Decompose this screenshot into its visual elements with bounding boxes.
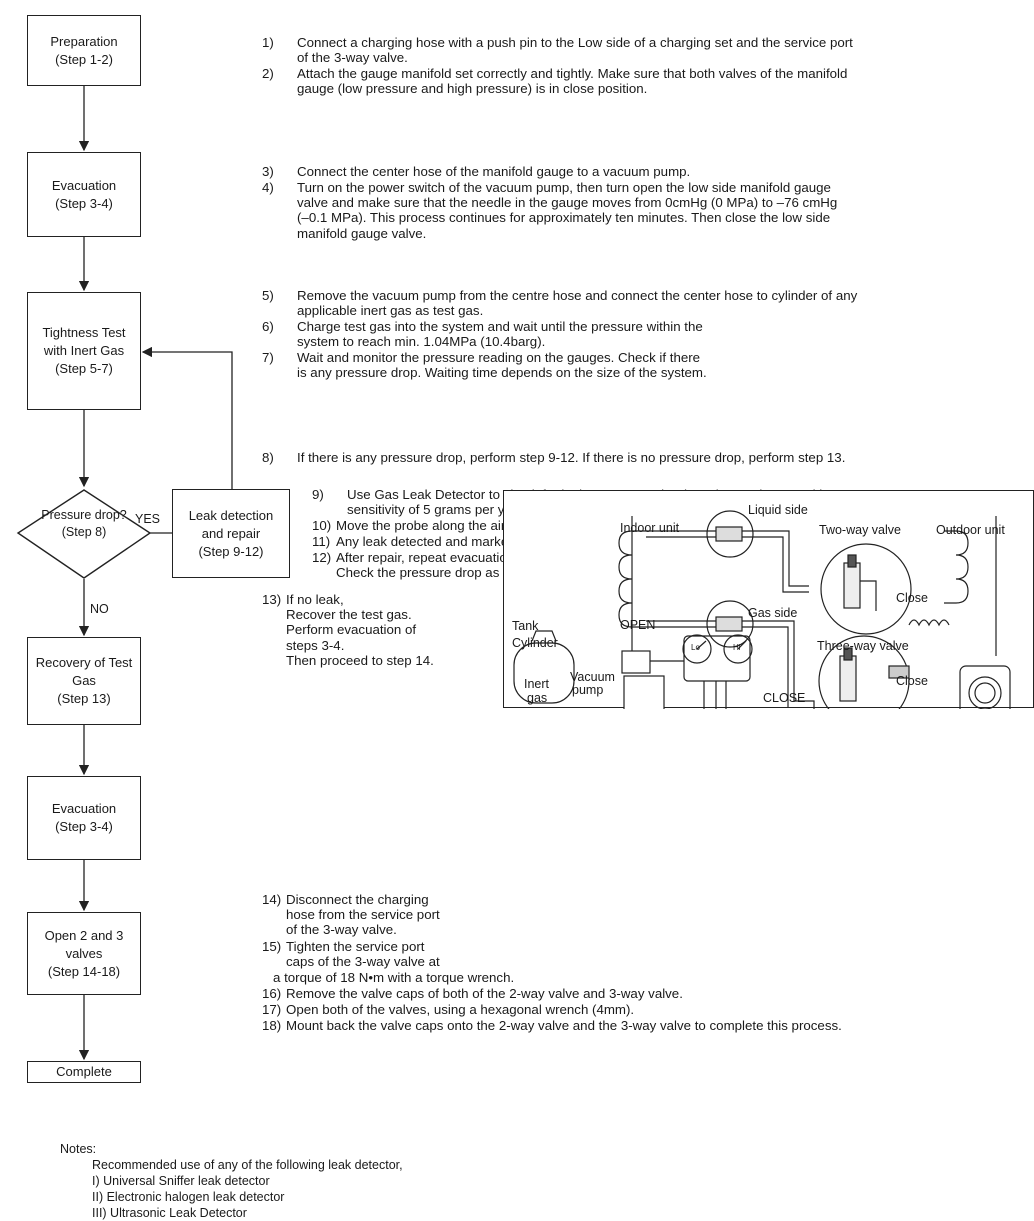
step-text: Disconnect the charging xyxy=(286,892,429,907)
yes-label: YES xyxy=(135,512,161,526)
step-text: If there is any pressure drop, perform s… xyxy=(297,450,846,465)
label-gas-side: Gas side xyxy=(748,606,798,620)
flow-recovery: Recovery of Test Gas (Step 13) xyxy=(27,637,141,725)
flow-tightness-test: Tightness Test with Inert Gas (Step 5-7) xyxy=(27,292,141,410)
step-number: 14) xyxy=(262,892,282,907)
step-text: of the 3-way valve. xyxy=(286,922,397,938)
step-text: Connect the center hose of the manifold … xyxy=(297,164,691,179)
step-text: system to reach min. 1.04MPa (10.4barg). xyxy=(297,334,546,350)
no-label: NO xyxy=(90,602,109,616)
step-text: Turn on the power switch of the vacuum p… xyxy=(297,180,831,195)
label-indoor-unit: Indoor unit xyxy=(620,521,680,535)
step-text: Attach the gauge manifold set correctly … xyxy=(297,66,848,81)
step-number: 8) xyxy=(262,450,274,465)
flow-complete: Complete xyxy=(27,1061,141,1083)
step-number: 18) xyxy=(262,1018,282,1033)
flow-open-valves: Open 2 and 3 valves (Step 14-18) xyxy=(27,912,141,995)
step-number: 4) xyxy=(262,180,274,195)
flow-preparation: Preparation (Step 1-2) xyxy=(27,15,141,86)
step-number: 7) xyxy=(262,350,274,365)
step-number: 11) xyxy=(312,534,331,549)
label-close-two-way: Close xyxy=(896,591,928,605)
step-text: (–0.1 MPa). This process continues for a… xyxy=(297,210,831,226)
step-number: 2) xyxy=(262,66,274,81)
label-vacuum: Vacuum xyxy=(570,670,615,684)
notes-item: I) Universal Sniffer leak detector xyxy=(92,1174,270,1188)
label-outdoor-unit: Outdoor unit xyxy=(936,523,1005,537)
step-text: Open both of the valves, using a hexagon… xyxy=(286,1002,635,1017)
system-diagram: Indoor unit Liquid side Two-way valve Ou… xyxy=(503,490,1034,709)
step-text: Tighten the service port xyxy=(286,939,425,954)
step-text: Remove the valve caps of both of the 2-w… xyxy=(286,986,683,1001)
label-three-way-valve: Three-way valve xyxy=(817,639,909,653)
step-text: Perform evacuation of xyxy=(286,622,417,638)
step-number: 9) xyxy=(312,487,324,502)
step-text: applicable inert gas as test gas. xyxy=(297,303,484,319)
step-text: of the 3-way valve. xyxy=(297,50,408,66)
step-number: 3) xyxy=(262,164,274,179)
notes-item: III) Ultrasonic Leak Detector xyxy=(92,1206,247,1220)
label-tank: Tank xyxy=(512,619,539,633)
decision-diamond xyxy=(16,489,152,579)
notes-title: Notes: xyxy=(60,1142,97,1156)
step-text: gauge (low pressure and high pressure) i… xyxy=(297,81,648,97)
step-number: 17) xyxy=(262,1002,282,1017)
step-text: Then proceed to step 14. xyxy=(286,652,434,668)
step-text: caps of the 3-way valve at xyxy=(286,954,440,970)
flow-evacuation-2: Evacuation (Step 3-4) xyxy=(27,776,141,860)
step-text: Charge test gas into the system and wait… xyxy=(297,319,703,334)
label-open: OPEN xyxy=(620,618,656,632)
notes-item: II) Electronic halogen leak detector xyxy=(92,1190,285,1204)
gauge-lo-label: Lo xyxy=(691,643,700,652)
step-text: Mount back the valve caps onto the 2-way… xyxy=(286,1018,842,1033)
label-liquid-side: Liquid side xyxy=(748,503,808,517)
step-text: If no leak, xyxy=(286,592,344,607)
label-two-way-valve: Two-way valve xyxy=(819,523,901,537)
label-cylinder: Cylinder xyxy=(512,636,558,650)
flow-decision-label: Pressure drop? (Step 8) xyxy=(41,508,127,539)
step-number: 5) xyxy=(262,288,274,303)
label-inert: Inert xyxy=(524,677,550,691)
step-number: 15) xyxy=(262,939,282,954)
step-text: Check the pressure drop as in step 8. xyxy=(336,565,557,581)
step-text: manifold gauge valve. xyxy=(297,225,427,241)
notes-intro: Recommended use of any of the following … xyxy=(92,1158,403,1172)
step-text: Remove the vacuum pump from the centre h… xyxy=(297,288,858,303)
step-text: is any pressure drop. Waiting time depen… xyxy=(297,365,707,381)
step-number: 6) xyxy=(262,319,274,334)
label-gas: gas xyxy=(527,691,548,705)
flow-leak-detection: Leak detection and repair (Step 9-12) xyxy=(172,489,290,578)
step-text: Wait and monitor the pressure reading on… xyxy=(297,350,701,365)
label-close-three-way: Close xyxy=(896,674,928,688)
label-close-manifold: CLOSE xyxy=(763,691,806,705)
step-number: 13) xyxy=(262,592,282,607)
step-number: 1) xyxy=(262,35,274,50)
step-text: steps 3-4. xyxy=(286,637,345,653)
step-text: Connect a charging hose with a push pin … xyxy=(297,35,853,50)
step-text: valve and make sure that the needle in t… xyxy=(297,195,838,211)
step-number: 10) xyxy=(312,518,332,533)
step-number: 12) xyxy=(312,550,332,565)
step-text: a torque of 18 N•m with a torque wrench. xyxy=(273,970,515,985)
gauge-hi-label: Hi xyxy=(733,643,741,652)
step-number: 16) xyxy=(262,986,282,1001)
step-text: Recover the test gas. xyxy=(286,607,412,623)
label-pump: pump xyxy=(572,683,604,697)
flow-evacuation: Evacuation (Step 3-4) xyxy=(27,152,141,237)
step-text: hose from the service port xyxy=(286,907,440,923)
piping-diagram xyxy=(513,510,1011,709)
